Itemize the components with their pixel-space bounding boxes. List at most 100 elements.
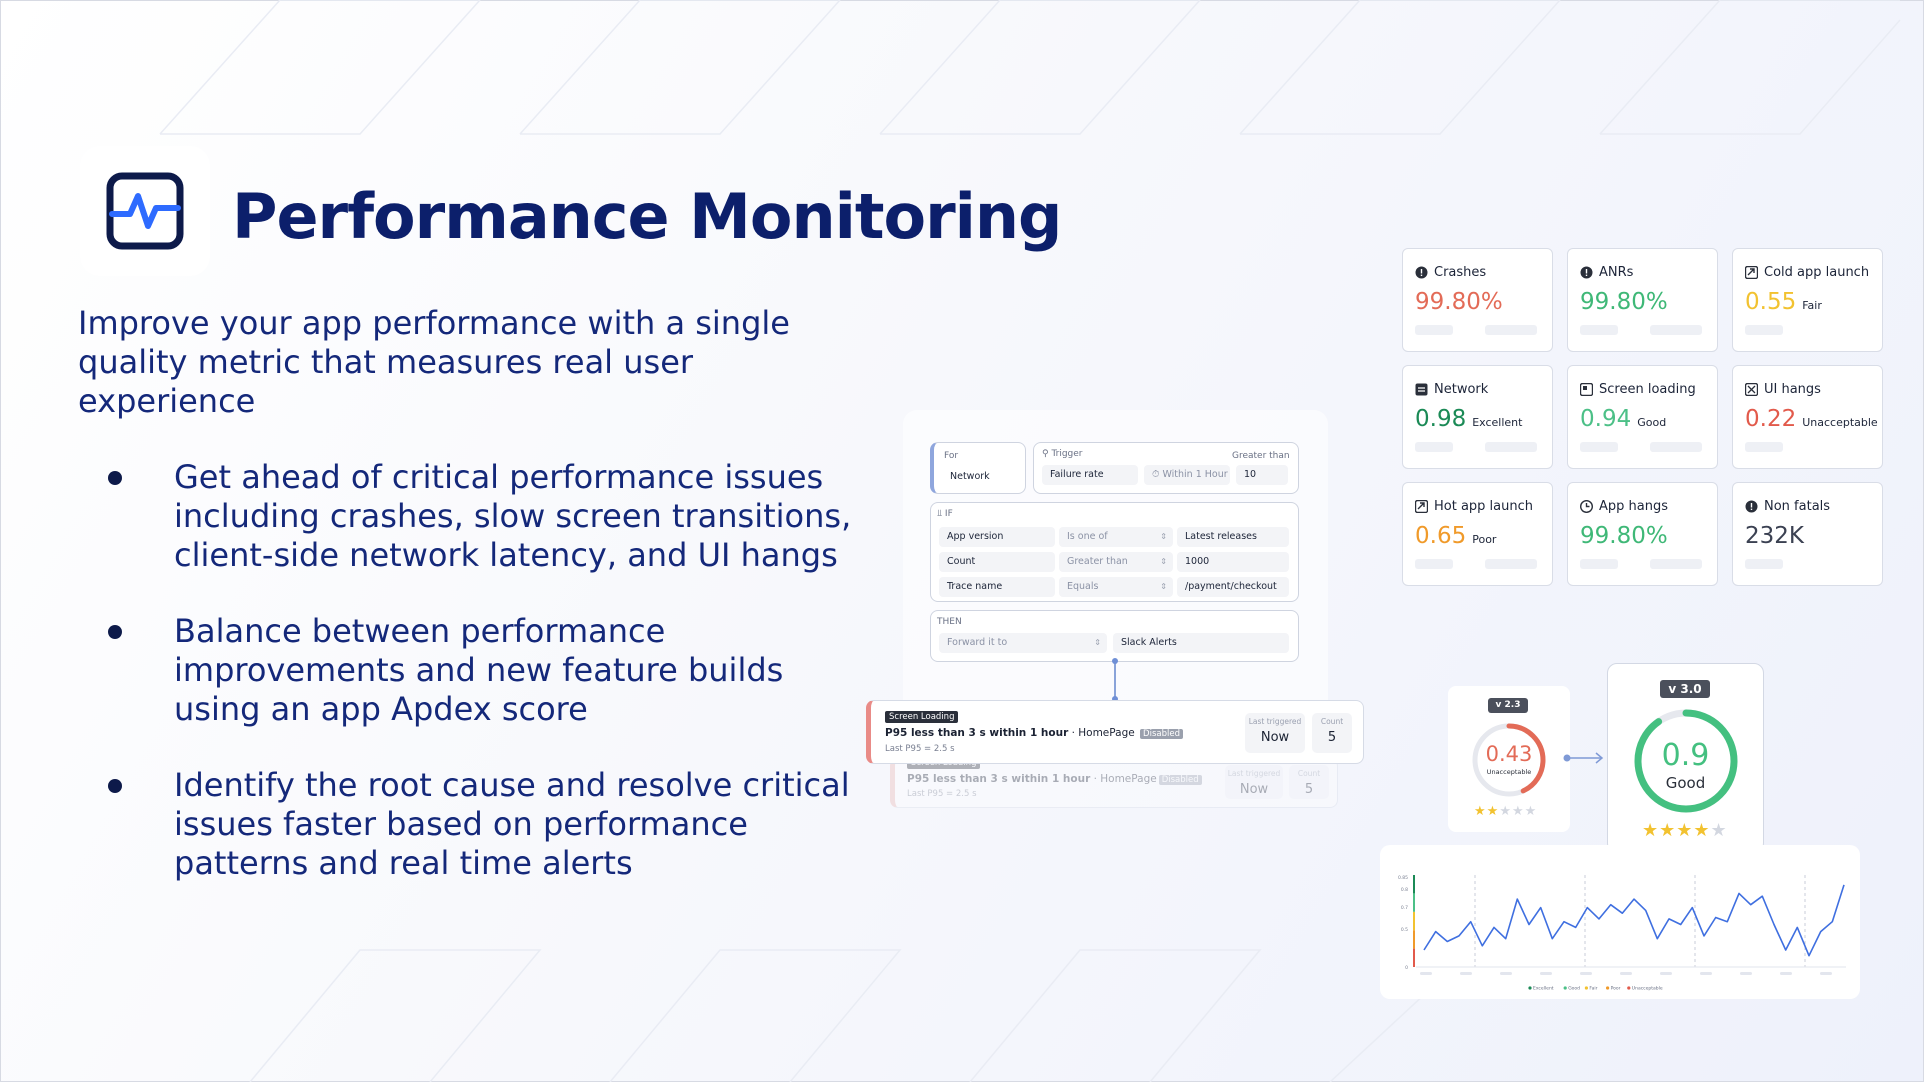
metric-card[interactable]: Non fatals 232K [1732,482,1883,586]
metric-name: ANRs [1580,265,1633,280]
placeholder-bar [1485,325,1537,335]
metric-name: Hot app launch [1415,499,1533,514]
bullet-icon [108,779,122,793]
x-tick-placeholder [1620,972,1632,975]
metric-rating: Excellent [1472,416,1523,429]
x-tick-placeholder [1660,972,1672,975]
metric-name: Network [1415,382,1488,397]
placeholder-bar [1745,442,1783,452]
page-title: Performance Monitoring [232,180,1062,253]
placeholder-bar [1415,442,1453,452]
legend-label: Fair [1589,986,1597,992]
condition-value[interactable]: 1000 [1177,552,1289,572]
alert-card[interactable]: Screen Loading P95 less than 3 s within … [866,700,1364,764]
metric-rating: Fair [1802,299,1822,312]
condition-value[interactable]: /payment/checkout [1177,577,1289,597]
legend-label: Unacceptable [1632,986,1663,992]
condition-value[interactable]: Latest releases [1177,527,1289,547]
legend-swatch [1606,986,1610,990]
feature-list: Get ahead of critical performance issues… [106,458,866,920]
placeholder-bar [1650,325,1702,335]
x-tick-placeholder [1420,972,1432,975]
condition-operator[interactable]: Is one of⇕ [1059,527,1173,547]
metric-value: 99.80% [1415,289,1503,315]
apdex-band-segment [1413,911,1415,931]
threshold-input[interactable]: 10 [1236,465,1288,485]
placeholder-bar [1485,559,1537,569]
for-select[interactable]: Network [950,471,990,482]
condition-operator[interactable]: Equals⇕ [1059,577,1173,597]
intro-text: Improve your app performance with a sing… [78,304,790,420]
metric-rating: Poor [1472,533,1497,546]
x-tick-placeholder [1500,972,1512,975]
feature-item: Balance between performance improvements… [106,612,866,729]
apdex-band-segment [1413,948,1415,967]
flow-node [1112,658,1118,664]
if-label: ⫫ IF [937,509,953,519]
placeholder-bar [1485,442,1537,452]
legend-swatch [1584,986,1588,990]
flow-connector [1114,662,1116,700]
feature-item: Get ahead of critical performance issues… [106,458,866,575]
y-tick-label: 0.7 [1401,905,1408,911]
x-tick-placeholder [1460,972,1472,975]
version-badge: v 2.3 [1488,698,1528,713]
x-tick-placeholder [1700,972,1712,975]
y-tick-label: 0.8 [1401,887,1408,893]
placeholder-bar [1745,559,1783,569]
metric-name: Non fatals [1745,499,1830,514]
action-select[interactable]: Forward it to⇕ [939,633,1107,653]
pulse-icon [106,172,184,250]
feature-text: Identify the root cause and resolve crit… [174,766,850,882]
metric-value: 232K [1745,523,1804,549]
alert-circle-icon [1415,266,1428,279]
trigger-metric-select[interactable]: Failure rate [1042,465,1138,485]
series-line [1423,884,1845,957]
placeholder-bar [1415,325,1453,335]
apdex-old-gauge [1472,723,1546,797]
action-target-select[interactable]: Slack Alerts [1113,633,1289,653]
y-tick-label: 0 [1405,965,1408,971]
alert-circle-icon [1580,266,1593,279]
rating-stars: ★★★★★ [1474,804,1538,819]
x-tick-placeholder [1780,972,1792,975]
placeholder-bar [1580,442,1618,452]
bullet-icon [108,625,122,639]
condition-field[interactable]: Count [939,552,1055,572]
trigger-window-select[interactable]: ⏱ Within 1 Hour [1144,465,1230,485]
legend-swatch [1563,986,1567,990]
condition-field[interactable]: App version [939,527,1055,547]
apdex-old-label: Unacceptable [1486,768,1532,776]
x-tick-placeholder [1540,972,1552,975]
legend-label: Good [1568,986,1580,992]
condition-operator[interactable]: Greater than⇕ [1059,552,1173,572]
alert-tag: Screen Loading [885,711,959,723]
x-tick-placeholder [1740,972,1752,975]
alert-subtitle: Last P95 = 2.5 s [907,789,977,799]
feature-item: Identify the root cause and resolve crit… [106,766,866,883]
app-launch-icon [1415,500,1428,513]
apdex-old-score: 0.43 [1485,742,1533,766]
apdex-new-score: 0.9 [1661,738,1710,773]
placeholder-bar [1580,325,1618,335]
condition-field[interactable]: Trace name [939,577,1055,597]
legend-swatch [1627,986,1631,990]
placeholder-bar [1580,559,1618,569]
logo-tile [80,146,210,276]
then-label: THEN [937,617,962,627]
